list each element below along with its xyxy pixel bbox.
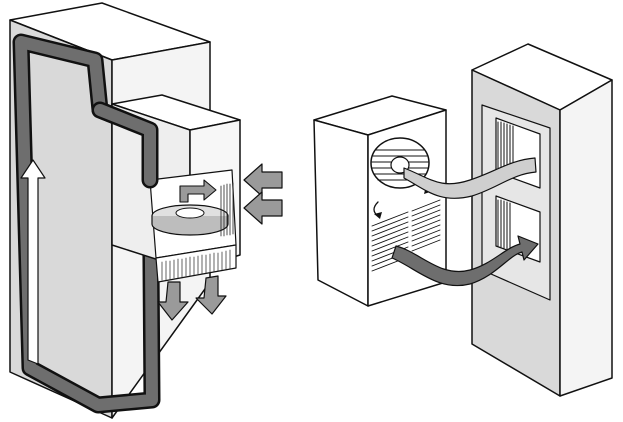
- wall-mount-unit: [313, 95, 447, 307]
- exhaust-arrow-right-icon: [195, 275, 227, 315]
- cooling-unit-cutaway: [91, 94, 241, 283]
- intake-arrows: [243, 163, 283, 225]
- intake-arrow-lower-icon: [243, 191, 283, 225]
- lower-airflow-arrow-icon: [391, 235, 539, 287]
- right-cabinet: [471, 43, 613, 397]
- exhaust-arrows: [157, 275, 227, 321]
- lower-opening-fins: [497, 199, 511, 251]
- internal-air-duct-core: [15, 36, 158, 411]
- wall-unit-side: [313, 119, 369, 307]
- bottom-grille-lines: [161, 249, 231, 281]
- heat-exchanger-fins: [220, 182, 234, 237]
- exhaust-arrow-left-icon: [157, 281, 189, 321]
- upper-airflow-band: [403, 157, 537, 199]
- upward-airflow-icon: [20, 159, 46, 365]
- intake-arrow-upper-icon: [243, 163, 283, 197]
- bottom-grille: [155, 244, 237, 283]
- fan-icon: [151, 204, 229, 236]
- right-cabinet-front: [559, 79, 613, 397]
- internal-flow-arrow-icon: [179, 179, 217, 203]
